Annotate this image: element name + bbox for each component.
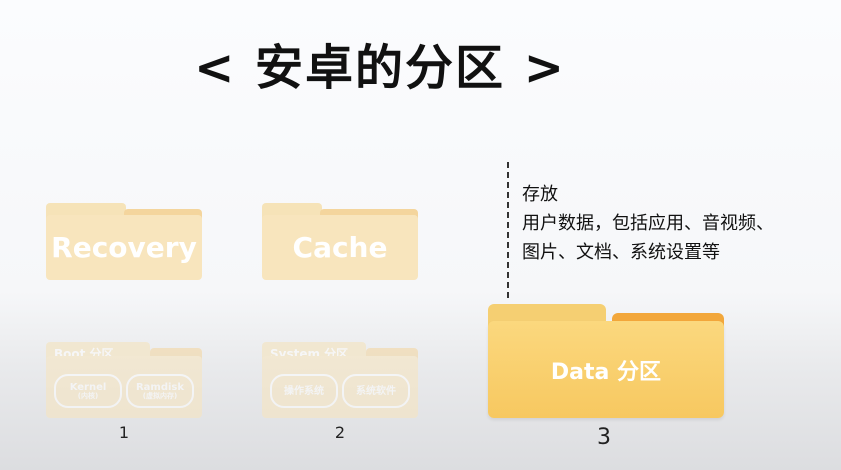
dashed-divider: [507, 162, 509, 298]
pill-main: 操作系统: [284, 385, 324, 397]
folder-body: 操作系统 系统软件: [262, 356, 418, 418]
data-description: 存放 用户数据，包括应用、音视频、 图片、文档、系统设置等: [522, 180, 832, 267]
pill-main: Ramdisk: [135, 381, 185, 393]
data-folder: Data 分区: [488, 304, 724, 418]
folder-body: Cache: [262, 215, 418, 280]
pill-sub: (内核): [77, 391, 99, 400]
number-label-3: 3: [597, 425, 611, 450]
description-line: 存放: [522, 184, 558, 205]
pill-main: 系统软件: [356, 385, 396, 397]
system-pills: 操作系统 系统软件: [262, 374, 418, 418]
boot-pills: Kernel (内核) Ramdisk (虚拟内存): [46, 374, 202, 418]
pill-sub: (虚拟内存): [142, 391, 178, 400]
data-label: Data 分区: [550, 359, 662, 385]
kernel-pill: Kernel (内核): [54, 374, 122, 408]
cache-folder: Cache: [262, 203, 418, 280]
pill-main: Kernel: [69, 381, 107, 393]
system-folder: System 分区 操作系统 系统软件: [262, 342, 418, 418]
folder-body: Recovery: [46, 215, 202, 280]
number-label-1: 1: [118, 423, 130, 442]
boot-folder: Boot 分区 Kernel (内核) Ramdisk (虚拟内存): [46, 342, 202, 418]
folder-body: Data 分区: [488, 321, 724, 418]
recovery-label: Recovery: [51, 231, 197, 264]
description-line: 图片、文档、系统设置等: [522, 242, 720, 263]
recovery-folder: Recovery: [46, 203, 202, 280]
system-software-pill: 系统软件: [342, 374, 410, 408]
os-pill: 操作系统: [270, 374, 338, 408]
ramdisk-pill: Ramdisk (虚拟内存): [126, 374, 194, 408]
page-title: < 安卓的分区 >: [194, 40, 566, 96]
folder-body: Kernel (内核) Ramdisk (虚拟内存): [46, 356, 202, 418]
cache-label: Cache: [292, 231, 388, 264]
number-label-2: 2: [334, 423, 346, 442]
description-line: 用户数据，包括应用、音视频、: [522, 213, 774, 234]
